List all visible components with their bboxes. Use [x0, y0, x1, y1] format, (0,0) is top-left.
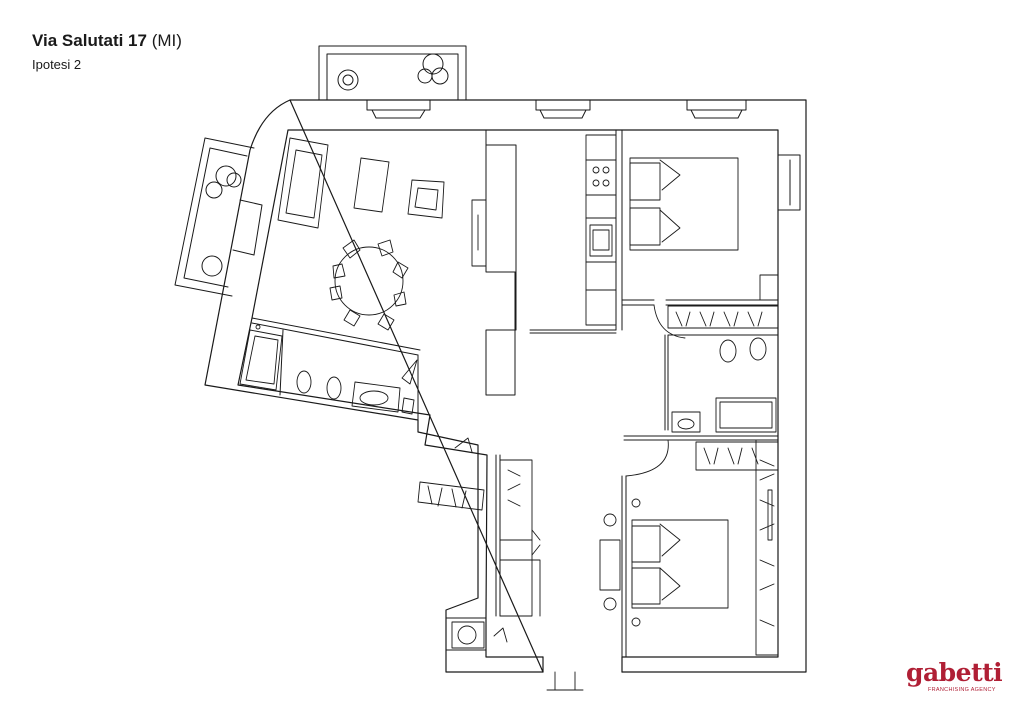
page-subtitle: Ipotesi 2	[32, 57, 82, 72]
balcony-top	[318, 45, 467, 101]
doors	[401, 304, 686, 691]
kitchen-furniture	[585, 134, 617, 326]
windows-top	[232, 99, 801, 256]
brand-tagline: FRANCHISING AGENCY	[928, 687, 996, 693]
bathroom-1-fixtures	[239, 324, 415, 415]
page-title: Via Salutati 17 (MI)	[32, 30, 182, 52]
brand-name: gabetti	[906, 658, 1003, 687]
utility-corner	[451, 621, 485, 649]
title-street: Via Salutati 17	[32, 31, 147, 50]
outer-walls	[204, 99, 807, 673]
brand-logo: gabetti FRANCHISING AGENCY	[906, 660, 1006, 700]
bedroom-1-furniture	[629, 157, 779, 329]
living-room-furniture	[277, 137, 487, 331]
balcony-left	[174, 137, 255, 297]
corridor-storage	[417, 459, 541, 617]
bathroom-2-fixtures	[671, 337, 777, 433]
title-city: (MI)	[151, 31, 182, 50]
title-block: Via Salutati 17 (MI) Ipotesi 2	[32, 30, 182, 75]
interior-walls	[251, 129, 779, 658]
bedroom-2-furniture	[599, 439, 779, 656]
